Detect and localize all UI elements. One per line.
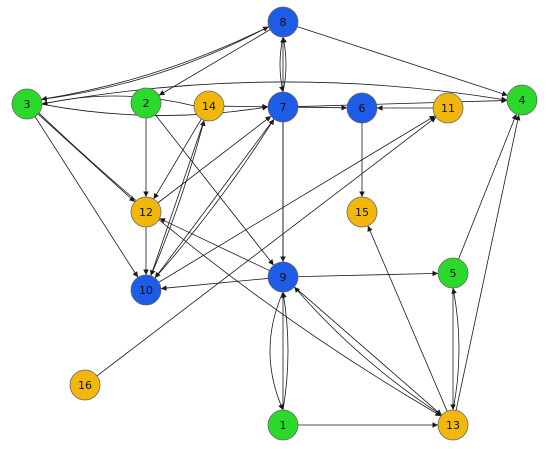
edge-9-to-13	[294, 286, 442, 416]
node-circle	[437, 409, 469, 441]
node-circle	[69, 369, 101, 401]
edge-14-to-3	[41, 95, 195, 107]
node-label: 13	[446, 419, 460, 432]
node-10[interactable]: 10	[130, 274, 162, 306]
edge-3-to-13	[38, 112, 442, 417]
node-label: 3	[24, 98, 31, 111]
node-3[interactable]: 3	[11, 88, 43, 120]
edge-7-to-6	[297, 104, 348, 111]
node-1[interactable]: 1	[267, 409, 299, 441]
node-circle	[267, 261, 299, 293]
edge-9-to-1	[269, 291, 284, 411]
node-circle	[432, 92, 464, 124]
edge-13-to-15	[367, 225, 448, 412]
edge-13-to-4	[455, 114, 521, 411]
edge-3-to-12	[37, 113, 136, 203]
node-label: 1	[280, 419, 287, 432]
node-circle	[346, 196, 378, 228]
node-label: 8	[280, 16, 287, 29]
node-4[interactable]: 4	[506, 84, 538, 116]
node-label: 14	[202, 100, 216, 113]
edge-5-to-4	[458, 113, 517, 260]
edge-8-to-3	[41, 26, 269, 102]
node-circle	[506, 84, 538, 116]
node-label: 10	[139, 284, 153, 297]
node-2[interactable]: 2	[130, 87, 162, 119]
node-circle	[130, 196, 162, 228]
edge-14-to-10	[150, 120, 205, 276]
node-circle	[130, 87, 162, 119]
node-circle	[267, 91, 299, 123]
edge-13-to-9	[294, 286, 442, 416]
edge-10-to-7	[154, 118, 275, 279]
edge-3-to-8	[41, 26, 269, 100]
edge-8-to-2	[158, 29, 271, 96]
edge-2-to-9	[154, 114, 275, 266]
node-label: 16	[78, 379, 92, 392]
node-circle	[193, 90, 225, 122]
node-label: 7	[280, 101, 287, 114]
node-circle	[437, 257, 469, 289]
node-14[interactable]: 14	[193, 90, 225, 122]
edge-9-to-10	[160, 278, 269, 291]
edges-layer	[34, 26, 521, 428]
node-circle	[267, 409, 299, 441]
node-circle	[130, 274, 162, 306]
edge-7-to-4	[297, 97, 508, 107]
node-label: 6	[359, 102, 366, 115]
node-15[interactable]: 15	[346, 196, 378, 228]
edge-8-to-4	[297, 26, 508, 97]
edge-1-to-9	[281, 291, 289, 411]
node-circle	[267, 6, 299, 38]
node-11[interactable]: 11	[432, 92, 464, 124]
edge-14-to-7	[223, 103, 269, 110]
node-label: 11	[441, 102, 455, 115]
edge-9-to-5	[297, 270, 439, 278]
edge-16-to-11	[96, 116, 437, 377]
edge-3-to-10	[34, 116, 139, 278]
edge-7-to-8	[281, 36, 287, 93]
node-label: 12	[139, 206, 153, 219]
node-7[interactable]: 7	[267, 91, 299, 123]
node-6[interactable]: 6	[346, 92, 378, 124]
edge-10-to-11	[158, 115, 436, 283]
node-label: 5	[450, 267, 457, 280]
node-circle	[346, 92, 378, 124]
node-label: 4	[519, 94, 526, 107]
edge-13-to-5	[451, 287, 460, 411]
node-label: 9	[280, 271, 287, 284]
node-circle	[11, 88, 43, 120]
node-12[interactable]: 12	[130, 196, 162, 228]
node-16[interactable]: 16	[69, 369, 101, 401]
edge-10-to-14	[150, 120, 206, 276]
edge-7-to-10	[154, 118, 275, 279]
edge-3-to-4	[41, 81, 508, 105]
edge-9-to-12	[159, 218, 270, 271]
node-label: 2	[143, 97, 150, 110]
edge-14-to-12	[153, 118, 202, 200]
node-8[interactable]: 8	[267, 6, 299, 38]
node-label: 15	[355, 206, 369, 219]
node-5[interactable]: 5	[437, 257, 469, 289]
node-13[interactable]: 13	[437, 409, 469, 441]
node-9[interactable]: 9	[267, 261, 299, 293]
edge-12-to-7	[157, 115, 272, 204]
edge-8-to-7	[279, 36, 285, 93]
